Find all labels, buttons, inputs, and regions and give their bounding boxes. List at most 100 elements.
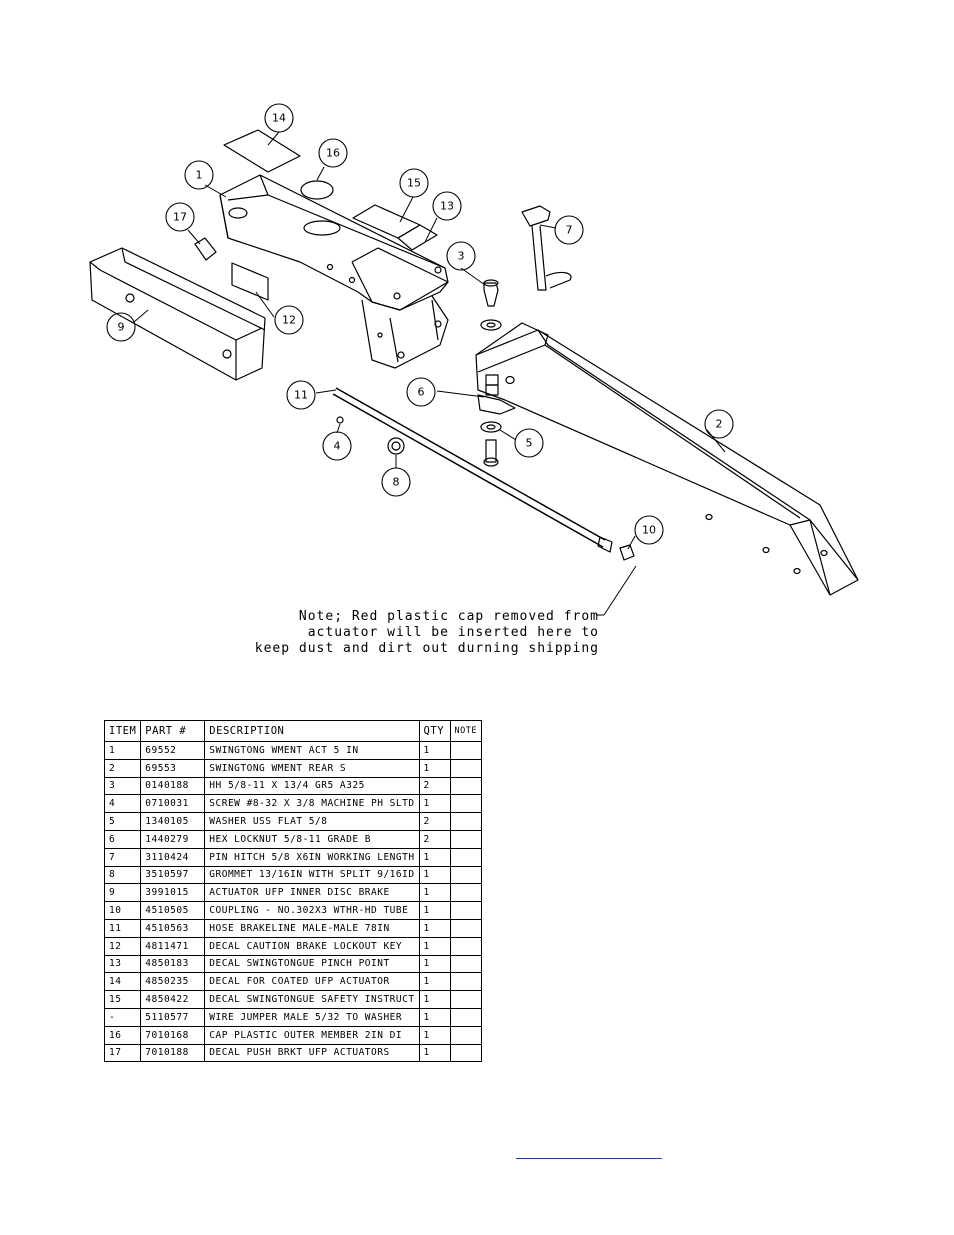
cell-part-number: 3510597 (140, 865, 206, 885)
cell-qty: 1 (418, 1025, 451, 1045)
cell-qty: 2 (418, 776, 451, 796)
cell-description: HH 5/8-11 X 13/4 GR5 A325 (204, 776, 420, 796)
cell-part-number: 4811471 (140, 936, 206, 956)
cell-qty: 1 (418, 883, 451, 903)
callout-7: 7 (566, 224, 573, 237)
cell-description: PIN HITCH 5/8 X6IN WORKING LENGTH (204, 847, 420, 867)
cell-part-number: 4510563 (140, 918, 206, 938)
cell-item: 4 (103, 794, 142, 814)
cell-item: 8 (103, 865, 142, 885)
cell-note (449, 1043, 483, 1063)
cell-part-number: 0140188 (140, 776, 206, 796)
cell-note (449, 1007, 483, 1027)
callout-8: 8 (393, 476, 400, 489)
cell-description: SWINGTONG WMENT REAR S (204, 758, 420, 778)
cell-note (449, 741, 483, 760)
cell-item: 5 (103, 812, 142, 831)
cell-description: HEX LOCKNUT 5/8-11 GRADE B (204, 829, 420, 849)
cell-description: DECAL PUSH BRKT UFP ACTUATORS (204, 1043, 420, 1063)
cell-qty: 1 (418, 990, 451, 1009)
callout-12: 12 (282, 314, 296, 327)
cell-qty: 1 (418, 865, 451, 885)
cell-item: 10 (103, 901, 142, 920)
cell-part-number: 1340105 (140, 812, 206, 831)
callout-10: 10 (642, 524, 656, 537)
exploded-parts-drawing: 14 16 1 15 13 17 3 7 12 9 11 6 4 8 5 2 1… (89, 103, 859, 656)
cell-note (449, 812, 483, 831)
header-qty: QTY (418, 720, 451, 742)
cell-qty: 1 (418, 936, 451, 956)
cell-part-number: 7010188 (140, 1043, 206, 1063)
callout-5: 5 (526, 437, 533, 450)
cell-part-number: 4510505 (140, 901, 206, 920)
cell-note (449, 1025, 483, 1045)
cell-qty: 1 (418, 954, 451, 974)
cell-item: 16 (103, 1025, 142, 1045)
cell-note (449, 990, 483, 1009)
hardware-parts (336, 205, 572, 467)
cell-item: 3 (103, 776, 142, 796)
cell-part-number: 0710031 (140, 794, 206, 814)
cell-description: CAP PLASTIC OUTER MEMBER 2IN DI (204, 1025, 420, 1045)
cell-part-number: 5110577 (140, 1007, 206, 1027)
cell-qty: 1 (418, 1043, 451, 1063)
cell-note (449, 776, 483, 796)
note-line-2: actuator will be inserted here to (308, 625, 599, 640)
cell-qty: 1 (418, 1007, 451, 1027)
callout-circles (106, 103, 734, 545)
header-item: ITEM (103, 720, 142, 742)
cell-qty: 1 (418, 972, 451, 992)
cell-qty: 1 (418, 847, 451, 867)
cell-part-number: 69552 (140, 741, 206, 760)
cell-description: HOSE BRAKELINE MALE-MALE 78IN (204, 918, 420, 938)
cell-description: WIRE JUMPER MALE 5/32 TO WASHER (204, 1007, 420, 1027)
cell-part-number: 4850422 (140, 990, 206, 1009)
actuator-inner-part (89, 247, 266, 381)
cell-part-number: 1440279 (140, 829, 206, 849)
cell-description: DECAL SWINGTONGUE SAFETY INSTRUCT (204, 990, 420, 1009)
cell-description: COUPLING - NO.302X3 WTHR-HD TUBE (204, 901, 420, 920)
cell-part-number: 7010168 (140, 1025, 206, 1045)
cell-description: SCREW #8-32 X 3/8 MACHINE PH SLTD (204, 794, 420, 814)
cell-note (449, 883, 483, 903)
cell-qty: 1 (418, 758, 451, 778)
cell-item: 12 (103, 936, 142, 956)
cell-item: 2 (103, 758, 142, 778)
callout-13: 13 (440, 200, 454, 213)
cell-description: DECAL SWINGTONGUE PINCH POINT (204, 954, 420, 974)
callout-1: 1 (196, 169, 203, 182)
callout-16: 16 (326, 147, 340, 160)
cell-description: WASHER USS FLAT 5/8 (204, 812, 420, 831)
cell-note (449, 918, 483, 938)
table-header-row: ITEM PART # DESCRIPTION QTY NOTE (103, 720, 483, 742)
cell-qty: 1 (418, 918, 451, 938)
callout-14: 14 (272, 112, 286, 125)
cell-note (449, 829, 483, 849)
callout-2: 2 (716, 418, 723, 431)
cell-part-number: 4850235 (140, 972, 206, 992)
cell-note (449, 936, 483, 956)
cell-qty: 1 (418, 794, 451, 814)
cell-item: 17 (103, 1043, 142, 1063)
callout-6: 6 (418, 386, 425, 399)
callout-3: 3 (458, 250, 465, 263)
cell-note (449, 758, 483, 778)
cell-item: 9 (103, 883, 142, 903)
cell-note (449, 972, 483, 992)
footer-link-underline[interactable] (516, 1158, 662, 1160)
cell-description: SWINGTONG WMENT ACT 5 IN (204, 741, 420, 760)
callout-11: 11 (294, 389, 308, 402)
